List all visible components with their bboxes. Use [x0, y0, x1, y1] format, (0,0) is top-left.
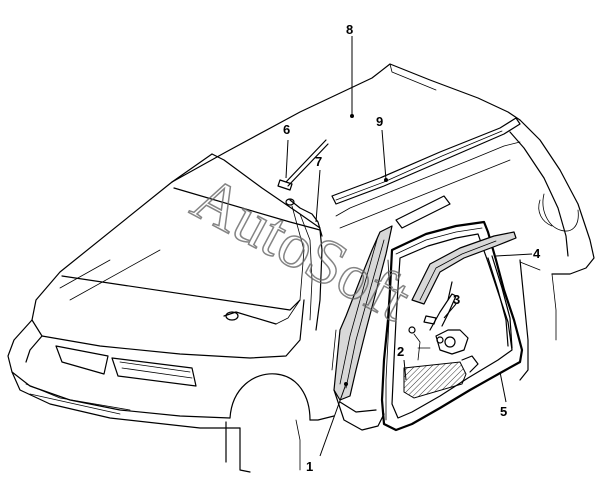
roof-panel: [171, 63, 521, 183]
door-trim-panel: [403, 355, 479, 399]
roof-antenna: [277, 139, 329, 191]
door-window-channel: [411, 231, 517, 349]
callout-7: 7: [315, 154, 322, 169]
leader-lines: [285, 36, 533, 457]
door-frame-seal: [380, 220, 524, 432]
callout-4: 4: [533, 246, 541, 261]
roof-drip-moulding: [331, 117, 521, 205]
front-body: [7, 153, 335, 473]
pillar-trim: [331, 225, 393, 431]
callout-1: 1: [306, 459, 313, 474]
callout-9: 9: [376, 114, 383, 129]
callout-labels: 1 2 3 4 5 6 7 8 9: [283, 22, 541, 474]
antenna-lead: [275, 198, 323, 325]
callout-6: 6: [283, 122, 290, 137]
callout-8: 8: [346, 22, 353, 37]
callout-3: 3: [453, 292, 460, 307]
rear-body: [335, 119, 595, 381]
callout-2: 2: [397, 344, 404, 359]
callout-5: 5: [500, 404, 507, 419]
